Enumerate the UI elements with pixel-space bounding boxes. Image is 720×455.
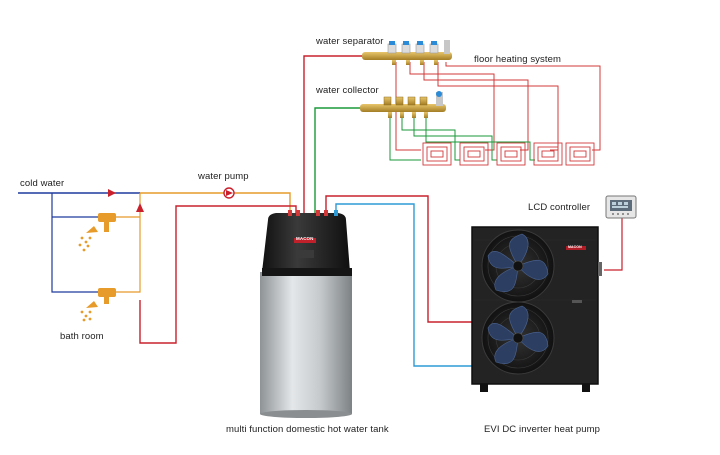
flow-arrow-cold	[108, 189, 116, 197]
water-collector-manifold	[360, 91, 446, 118]
label-water-separator: water separator	[316, 36, 384, 47]
shower-head-2	[80, 288, 116, 322]
floor-coil-5	[565, 142, 595, 166]
tank-brand-text: MACON	[296, 236, 314, 241]
hot-water-tank	[260, 210, 352, 418]
heat-pump-hot-pipe	[325, 195, 472, 323]
floor-heating-loops	[395, 62, 601, 151]
controller-wire	[604, 218, 623, 271]
heat-pump-fan-top	[481, 229, 555, 303]
heat-pump-fan-bottom	[481, 301, 555, 375]
floor-coil-3	[496, 142, 526, 166]
cold-water-branch	[51, 193, 98, 293]
flow-arrow-up	[136, 203, 144, 212]
hot-water-pipe	[139, 205, 297, 344]
label-hot-water-tank: multi function domestic hot water tank	[226, 424, 389, 435]
floor-coil-4	[533, 142, 563, 166]
mixed-water-pipe	[140, 192, 291, 214]
floor-heating-coils	[422, 142, 595, 166]
heat-pump-brand-badge	[566, 246, 586, 250]
heat-pump-brand-text: MACON	[568, 245, 582, 249]
label-heat-pump: EVI DC inverter heat pump	[484, 424, 601, 435]
shower-head-1	[78, 213, 116, 252]
label-floor-heating-system: floor heating system	[474, 54, 562, 65]
label-water-collector: water collector	[316, 85, 379, 96]
tank-brand-badge	[294, 238, 316, 243]
label-water-pump: water pump	[198, 171, 249, 182]
label-lcd-controller: LCD controller	[528, 202, 591, 213]
mixed-water-drop	[116, 193, 141, 293]
water-pump	[223, 187, 235, 199]
floor-return-loops	[389, 118, 535, 161]
floor-coil-2	[459, 142, 489, 166]
heat-pump-cold-pipe	[335, 203, 472, 367]
water-separator-manifold	[362, 40, 452, 65]
label-cold-water: cold water	[20, 178, 65, 189]
lcd-controller	[605, 195, 637, 219]
separator-supply-pipe	[303, 55, 370, 214]
collector-return-pipe	[314, 107, 368, 214]
floor-coil-1	[422, 142, 452, 166]
label-bath-room: bath room	[60, 331, 104, 342]
